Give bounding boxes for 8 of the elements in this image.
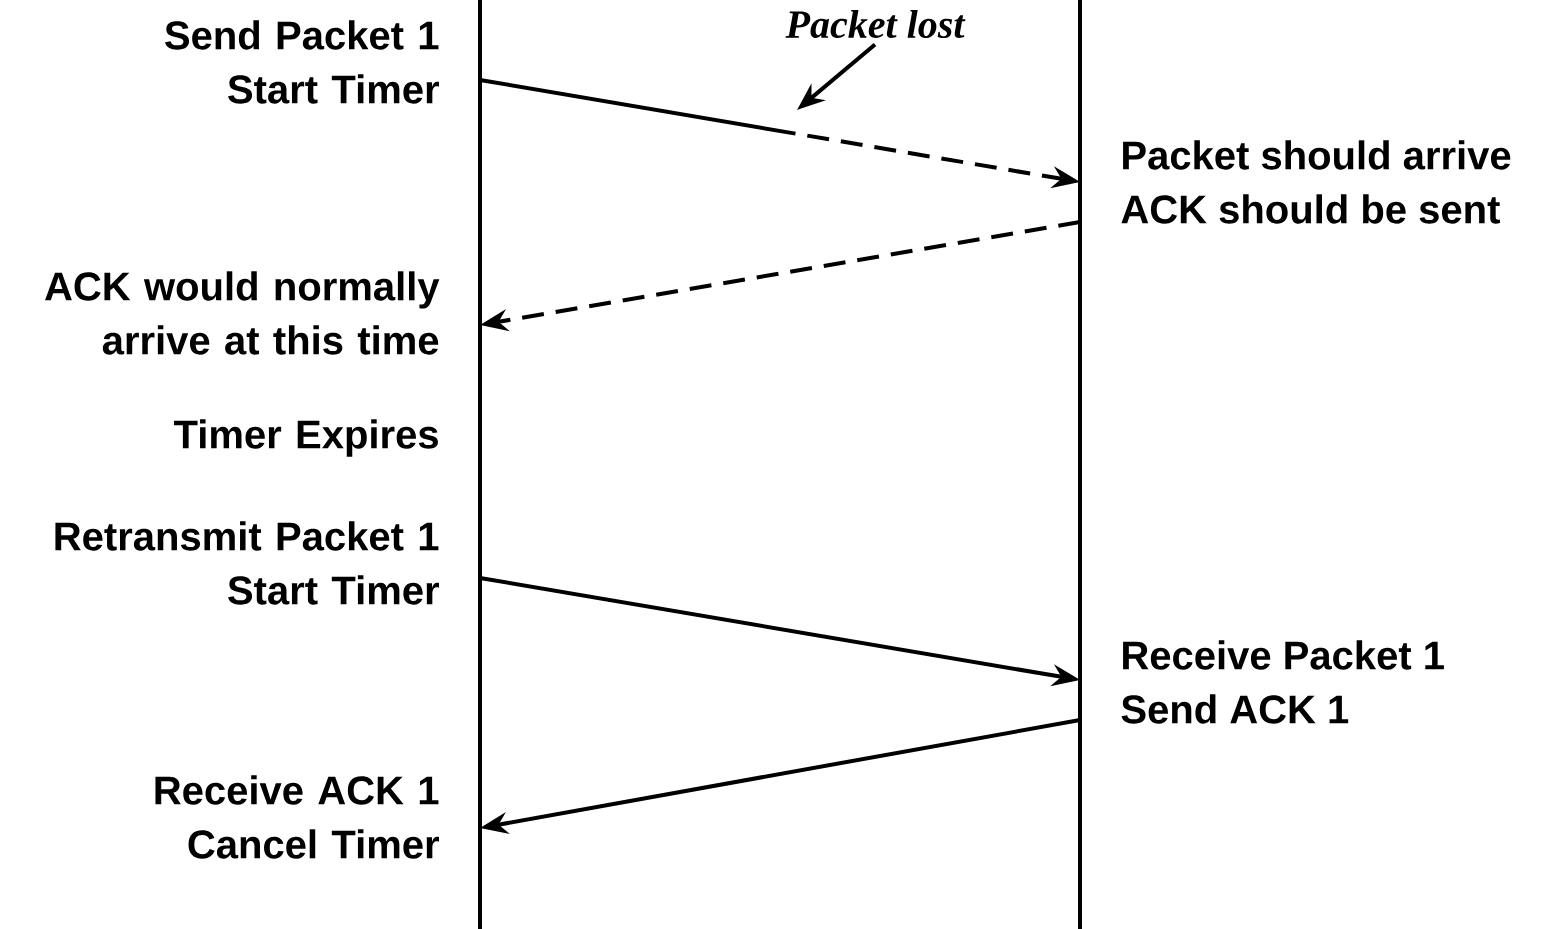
event-label: Packet should arrive ACK should be sent: [1121, 140, 1511, 224]
event-label: Timer Expires: [174, 419, 438, 457]
event-label: Retransmit Packet 1 Start Timer: [55, 521, 439, 605]
event-label: Receive Packet 1 Send ACK 1: [1121, 640, 1444, 724]
event-label: Send Packet 1 Start Timer: [165, 20, 439, 104]
annotation-label: Packet lost: [785, 9, 966, 39]
event-label: Receive ACK 1 Cancel Timer: [155, 775, 439, 859]
event-label: ACK would normally arrive at this time: [45, 271, 440, 355]
